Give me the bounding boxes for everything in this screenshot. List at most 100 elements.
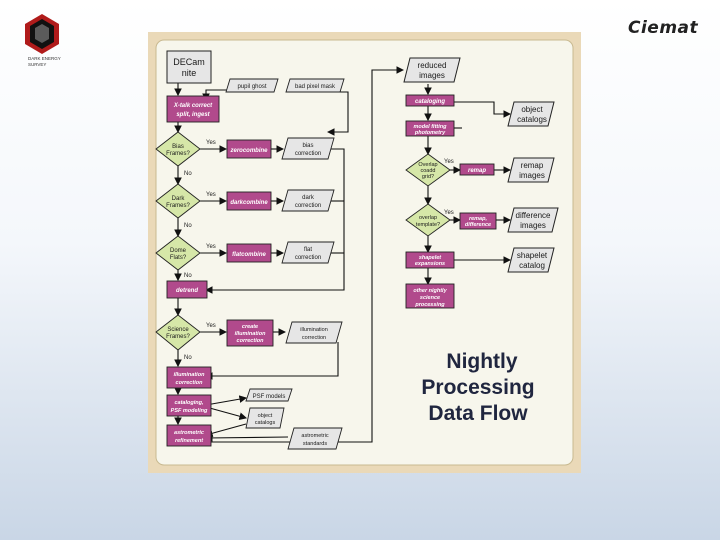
other-sci-line2: science xyxy=(420,295,440,301)
bias-frames-decision: Bias Frames? xyxy=(155,131,201,167)
remap-images-output: remap images xyxy=(507,157,555,183)
template-q-line2: template? xyxy=(416,222,440,228)
diagram-canvas: DECam nite pupil ghost bad pixel mask X-… xyxy=(155,39,574,466)
pupil-ghost-box: pupil ghost xyxy=(225,78,279,93)
ciemat-logo: Ciemat xyxy=(628,18,699,38)
title-line3: Data Flow xyxy=(428,402,528,425)
astrostd-line1: astrometric xyxy=(301,433,328,439)
difference-images-output: difference images xyxy=(507,207,559,233)
science-frames-decision: Science Frames? xyxy=(155,314,201,351)
detrend-box: detrend xyxy=(166,280,208,299)
astroref-line1: astrometric xyxy=(174,430,204,436)
objcat-prod-line2: catalogs xyxy=(255,420,276,426)
coadd-q-line1: Overlap xyxy=(418,162,437,168)
remap-label: remap xyxy=(468,168,486,174)
diffimg-line2: images xyxy=(520,221,546,230)
flat-corr-line1: flat xyxy=(304,247,312,253)
remapimg-line1: remap xyxy=(521,161,544,170)
data-flow-diagram: DECam nite pupil ghost bad pixel mask X-… xyxy=(148,32,581,473)
decam-nite-line2: nite xyxy=(182,68,197,78)
title-line2: Processing xyxy=(421,376,534,399)
other-science-box: other nightly science processing xyxy=(405,283,455,309)
create-illum-line1: create xyxy=(242,324,258,330)
shapelet-catalog-output: shapelet catalog xyxy=(507,247,555,273)
astrometric-standards-box: astrometric standards xyxy=(287,427,343,450)
science-no-label: No xyxy=(184,355,192,361)
dark-yes-label: Yes xyxy=(206,192,216,198)
object-catalogs-output: object catalogs xyxy=(507,101,555,127)
flatcombine-label: flatcombine xyxy=(232,252,266,258)
logo-text-line1: DARK ENERGY xyxy=(28,56,61,61)
bias-q-line2: Frames? xyxy=(166,151,190,157)
science-q-line1: Science xyxy=(167,327,189,333)
illum-step-line1: illumination xyxy=(174,372,206,378)
bias-corr-line1: bias xyxy=(302,143,313,149)
remapimg-line2: images xyxy=(519,171,545,180)
overlap-coadd-decision: Overlap coadd grid? xyxy=(405,153,451,187)
template-yes-label: Yes xyxy=(444,210,454,216)
bias-yes-label: Yes xyxy=(206,140,216,146)
reduced-line2: images xyxy=(419,71,445,80)
title-line1: Nightly xyxy=(446,350,517,373)
dark-no-label: No xyxy=(184,223,192,229)
bias-no-label: No xyxy=(184,171,192,177)
dark-correction-box: dark correction xyxy=(281,189,335,212)
decam-nite-line1: DECam xyxy=(173,57,205,67)
shapelet-exp-line2: expansions xyxy=(415,261,445,267)
bias-q-line1: Bias xyxy=(172,144,184,150)
remap-difference-box: remap, difference xyxy=(459,212,497,230)
psf-models-label: PSF models xyxy=(253,394,286,400)
xtalk-box: X-talk correct split, ingest xyxy=(166,95,220,123)
flat-correction-box: flat correction xyxy=(281,241,335,264)
objcat-prod-line1: object xyxy=(258,413,273,419)
other-sci-line3: processing xyxy=(414,302,445,308)
flat-corr-line2: correction xyxy=(295,255,321,261)
xtalk-line1: X-talk correct xyxy=(173,103,213,109)
science-yes-label: Yes xyxy=(206,323,216,329)
dark-q-line2: Frames? xyxy=(166,203,190,209)
template-q-line1: overlap xyxy=(419,215,437,221)
dome-q-line1: Dome xyxy=(170,248,187,254)
coadd-yes-label: Yes xyxy=(444,159,454,165)
create-illum-line3: correction xyxy=(237,338,265,344)
cataloging-label: cataloging xyxy=(415,99,445,105)
decam-nite-box: DECam nite xyxy=(166,50,212,84)
objcat-out-line2: catalogs xyxy=(517,115,547,124)
shapcat-line1: shapelet xyxy=(517,251,548,260)
shapcat-line2: catalog xyxy=(519,261,545,270)
xtalk-line2: split, ingest xyxy=(176,112,210,118)
connector-lines xyxy=(174,66,512,443)
remapdiff-line2: difference xyxy=(465,222,491,228)
astrometric-refinement-step: astrometric refinement xyxy=(166,424,212,447)
illum-prod-line1: illumination xyxy=(300,327,328,333)
create-illumination-box: create illumination correction xyxy=(226,319,274,347)
coadd-q-line2: coadd xyxy=(421,168,436,174)
create-illum-line2: illumination xyxy=(235,331,267,337)
illumination-correction-product: illumination correction xyxy=(285,321,343,344)
catpsf-line1: cataloging, xyxy=(174,400,204,406)
dark-frames-decision: Dark Frames? xyxy=(155,183,201,219)
remap-box: remap xyxy=(459,163,495,176)
bias-corr-line2: correction xyxy=(295,151,321,157)
cataloging-psf-step: cataloging, PSF modeling xyxy=(166,394,212,417)
dome-flats-decision: Dome Flats? xyxy=(155,235,201,271)
reduced-line1: reduced xyxy=(418,61,447,70)
bad-pixel-mask-box: bad pixel mask xyxy=(285,78,345,93)
flatcombine-box: flatcombine xyxy=(226,243,272,263)
dome-yes-label: Yes xyxy=(206,244,216,250)
model-fitting-box: model fitting photometry xyxy=(405,120,455,137)
darkcombine-label: darkcombine xyxy=(230,200,268,206)
dark-q-line1: Dark xyxy=(172,196,186,202)
diffimg-line1: difference xyxy=(516,211,552,220)
cataloging-box: cataloging xyxy=(405,94,455,107)
illum-step-line2: correction xyxy=(176,380,204,386)
catpsf-line2: PSF modeling xyxy=(171,408,208,414)
modelfit-line2: photometry xyxy=(414,130,446,136)
survey-logo-icon xyxy=(25,14,59,54)
overlap-template-decision: overlap template? xyxy=(405,203,451,237)
coadd-q-line3: grid? xyxy=(422,174,434,180)
object-catalogs-product: object catalogs xyxy=(245,407,285,429)
survey-logo: DARK ENERGY SURVEY xyxy=(22,12,92,72)
astroref-line2: refinement xyxy=(175,438,204,444)
shapelet-exp-line1: shapelet xyxy=(419,255,442,261)
